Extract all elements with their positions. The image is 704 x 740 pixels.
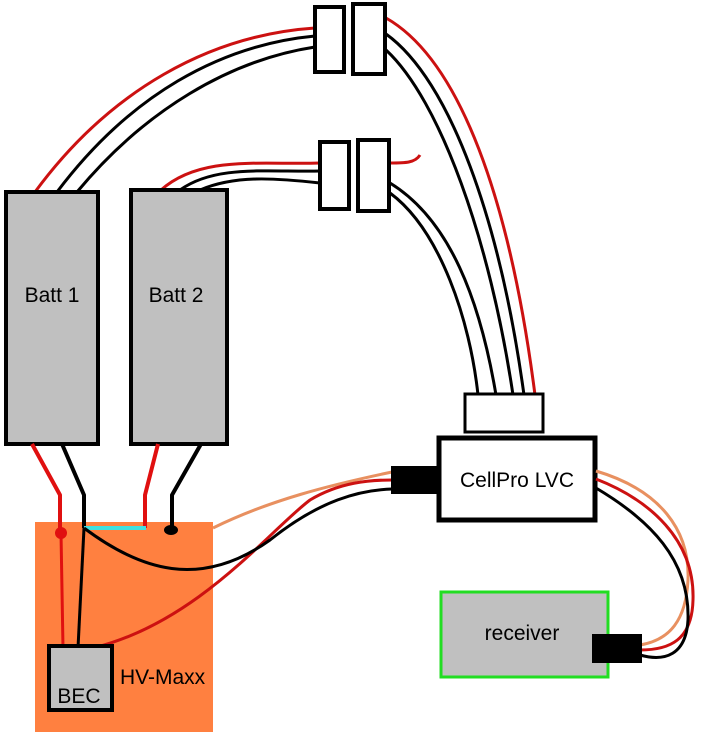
wire-red: [96, 478, 393, 649]
wire-red: [595, 477, 695, 652]
wire-red: [33, 26, 316, 193]
wire-black: [595, 486, 690, 659]
wire-orange: [595, 469, 690, 647]
black-junction-dot: [164, 525, 178, 535]
balance-connector-2a: [318, 140, 351, 211]
cellpro-lvc: CellPro LVC: [436, 435, 598, 523]
wire-black: [384, 48, 515, 396]
wire-red-stub: [389, 154, 422, 165]
wire-black: [76, 527, 86, 649]
wire-red: [159, 161, 321, 192]
lvc-output-wires: [595, 469, 695, 659]
battery-1: Batt 1: [4, 190, 100, 446]
wire-black: [199, 177, 321, 192]
batt2-black-lead: [170, 443, 203, 530]
wire-red: [385, 16, 537, 396]
cellpro-lvc-label: CellPro LVC: [460, 469, 574, 492]
batt1-red-lead: [30, 443, 62, 532]
balance-bundle: [384, 16, 537, 396]
bec-feed-wires: [59, 527, 86, 649]
receiver-connector: [592, 634, 642, 663]
cellpro-input-connector: [391, 466, 439, 494]
bec-label: BEC: [57, 685, 100, 708]
wire-black: [55, 34, 316, 193]
wire-black: [75, 45, 316, 193]
receiver-label: receiver: [485, 622, 560, 645]
bec: BEC: [47, 644, 114, 712]
receiver: receiver: [439, 590, 610, 679]
power-leads: [30, 443, 203, 532]
batt2-balance-wires: [159, 161, 321, 192]
wire-black: [389, 191, 480, 396]
wire-red: [59, 532, 65, 649]
balance-connector-2b: [356, 138, 391, 213]
wire-black: [389, 181, 498, 396]
batt1-black-lead: [60, 443, 86, 528]
wire-black: [385, 32, 526, 396]
lvc-input-wires: [83, 470, 393, 649]
balance-connector-1b: [351, 2, 387, 76]
wire-black: [179, 169, 321, 192]
hvmaxx-label: HV-Maxx: [120, 666, 206, 689]
battery-2: Batt 2: [129, 188, 229, 446]
battery-2-label: Batt 2: [149, 284, 204, 307]
batt1-balance-wires: [33, 26, 316, 193]
wire-black: [83, 487, 393, 571]
battery-1-label: Batt 1: [25, 284, 80, 307]
balance-connector-1a: [313, 5, 346, 74]
batt2-red-lead: [143, 443, 160, 528]
cellpro-balance-plug: [463, 392, 545, 434]
wire-orange: [212, 470, 393, 530]
